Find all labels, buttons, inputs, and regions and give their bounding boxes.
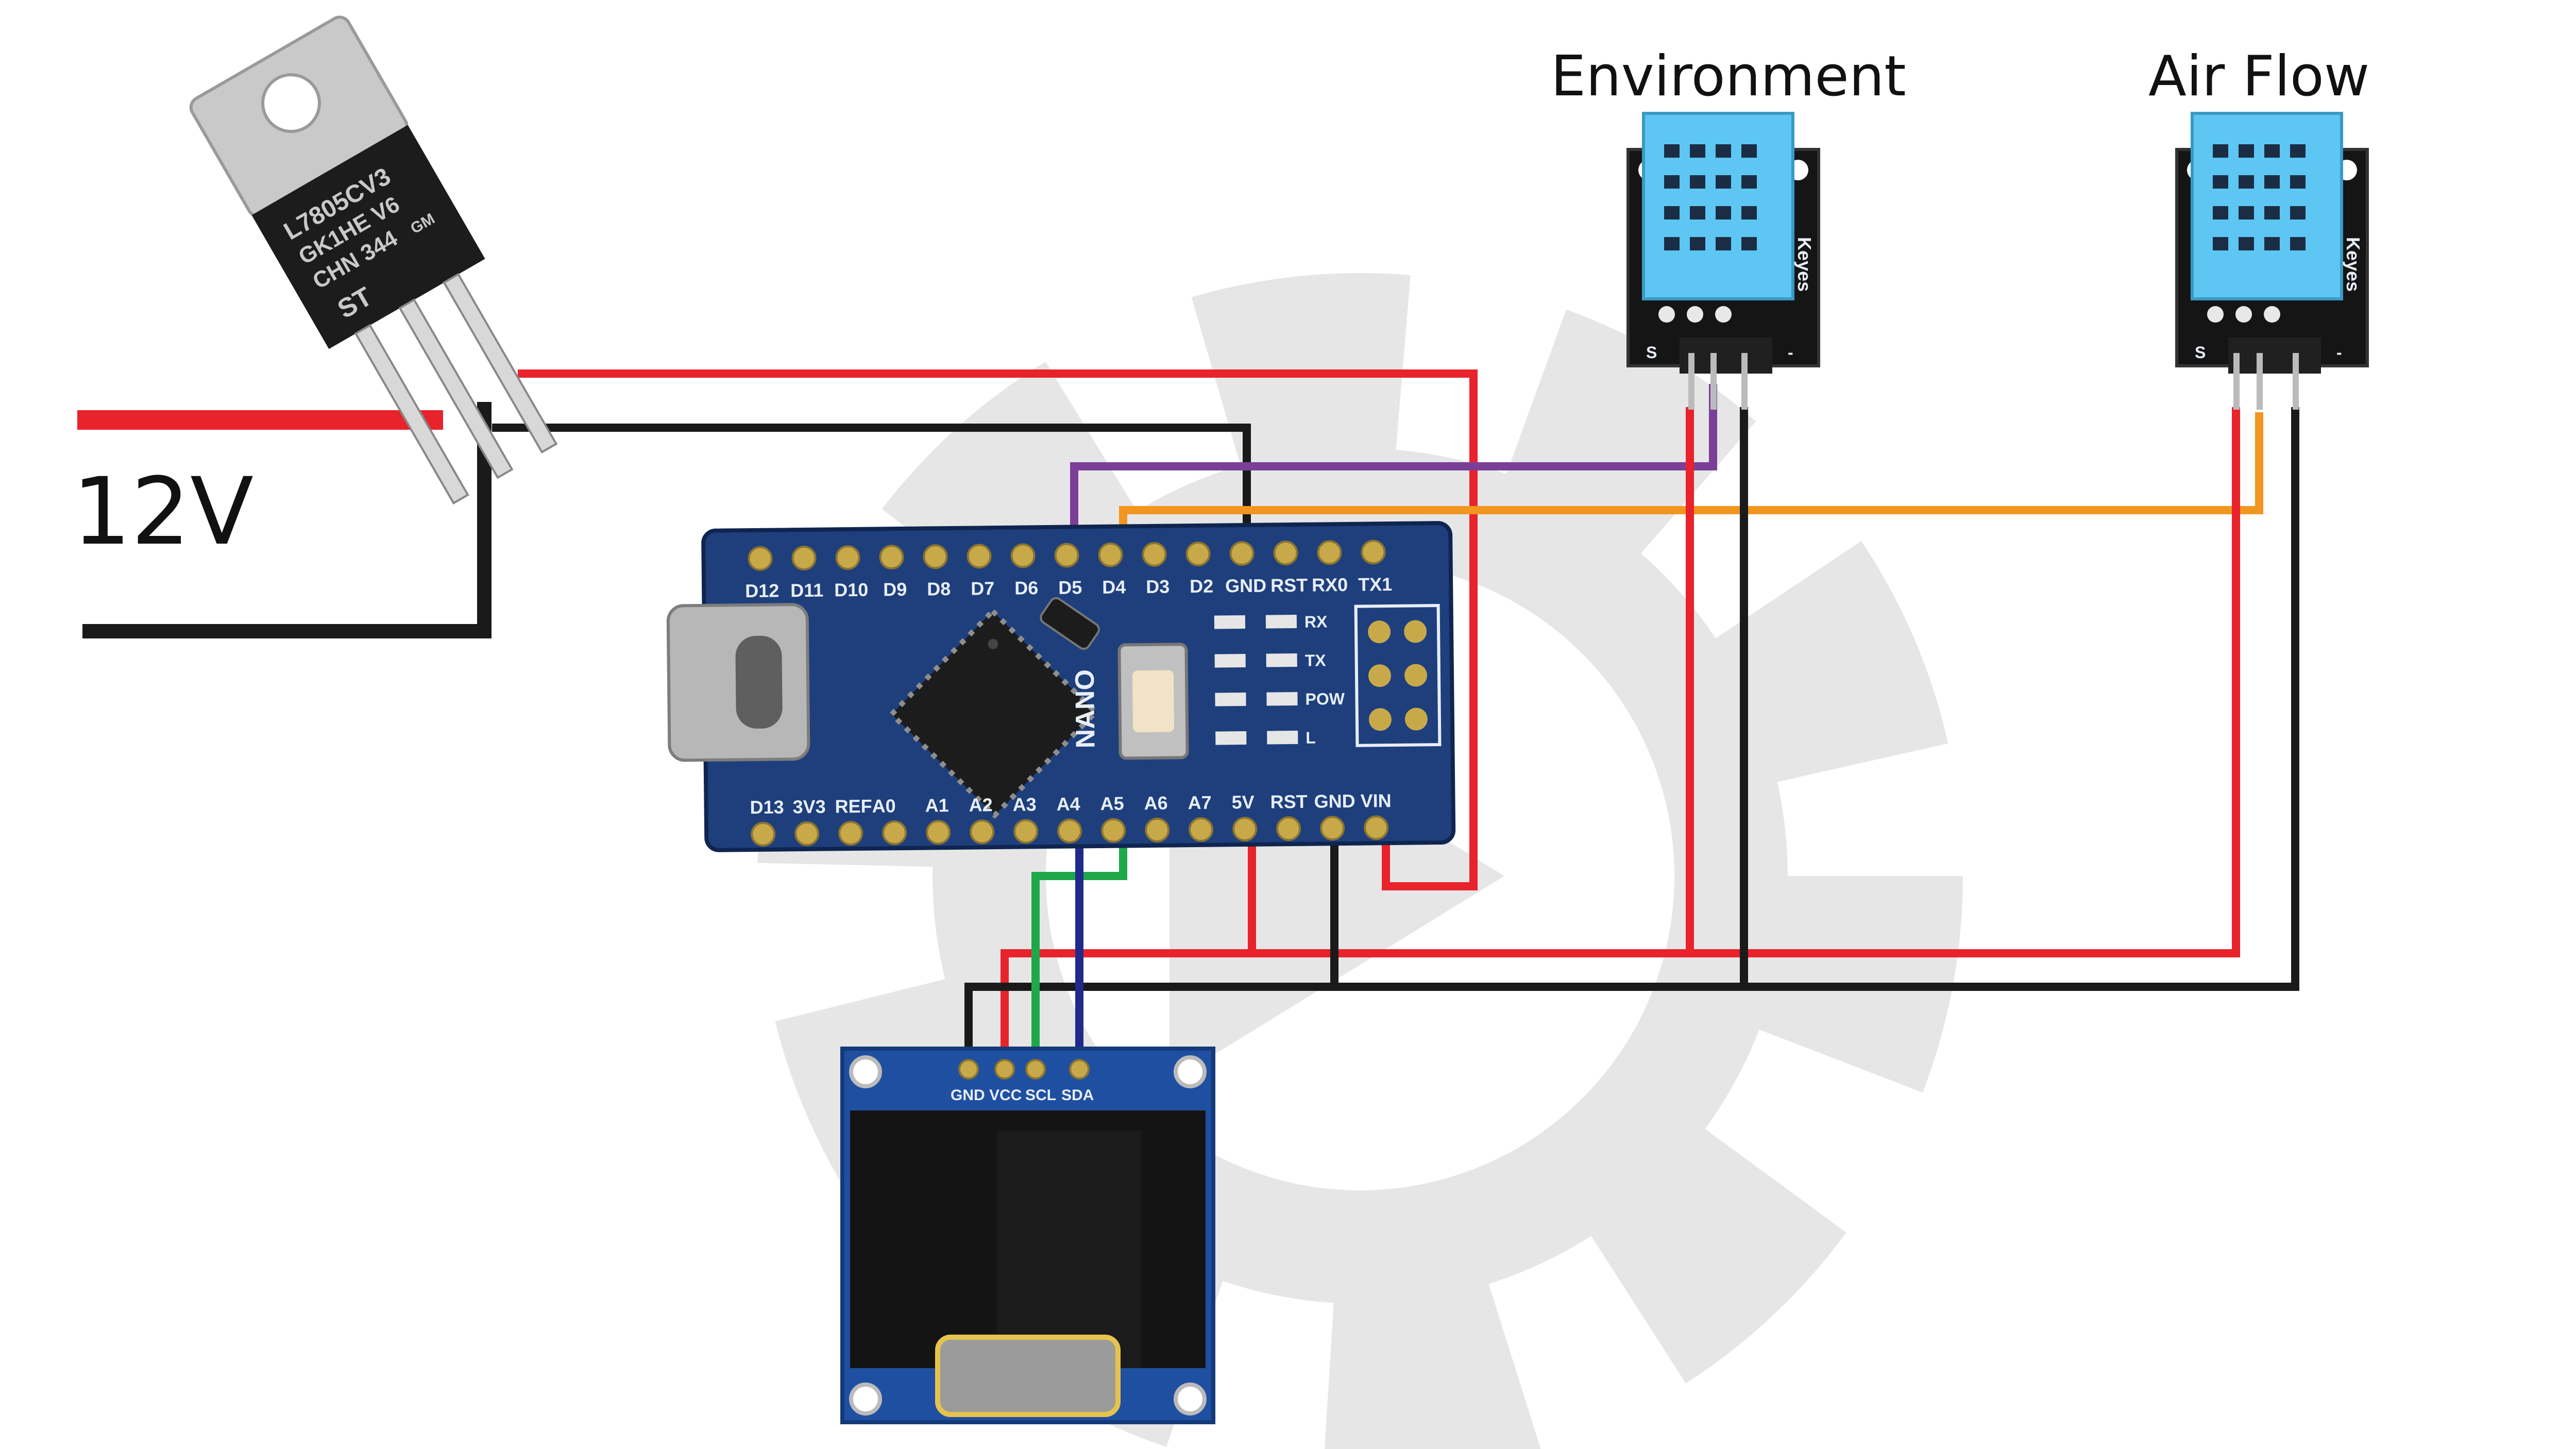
nano-bottom-pin-labels: D13 3V3 REF A0 A1 A2 A3 A4 A5 A6 A7 5V R… bbox=[750, 790, 1391, 818]
nano-board-name: NANO bbox=[1070, 669, 1101, 749]
regulator-pin-out bbox=[443, 273, 558, 454]
pin-label-a1: A1 bbox=[925, 795, 948, 816]
oled-ribbon-cable bbox=[935, 1335, 1121, 1417]
vcc-bus-wire bbox=[1001, 835, 1256, 1069]
supply-label: 12V bbox=[72, 458, 253, 566]
wires bbox=[77, 369, 2299, 1069]
airflow-sensor: Keyes S - bbox=[2175, 112, 2369, 410]
oled-pin-sda: SDA bbox=[1061, 1087, 1094, 1104]
nano-top-pin-labels: D12 D11 D10 D9 D8 D7 D6 D5 D4 D3 D2 GND … bbox=[745, 574, 1392, 601]
pin-label-d11: D11 bbox=[790, 580, 823, 601]
pin-label-d5: D5 bbox=[1058, 577, 1082, 598]
environment-sensor-header bbox=[1680, 338, 1772, 374]
pin-label-ref: REF bbox=[835, 796, 872, 817]
nano-bottom-header bbox=[751, 815, 1389, 847]
reset-button[interactable] bbox=[1117, 643, 1189, 760]
pin-label-a7: A7 bbox=[1188, 792, 1211, 813]
pin-label-d7: D7 bbox=[971, 578, 994, 599]
pin-label-a3: A3 bbox=[1012, 794, 1036, 815]
vcc-bus-right-wire bbox=[1252, 407, 2240, 957]
status-leds bbox=[1214, 614, 1298, 745]
airflow-sensor-header bbox=[2228, 338, 2321, 374]
regulator-5v-wire bbox=[518, 369, 1478, 890]
gnd-bus-wire bbox=[964, 835, 1338, 1069]
pin-label-rst-bottom: RST bbox=[1270, 791, 1307, 813]
pin-label-d3: D3 bbox=[1146, 576, 1170, 597]
airflow-sensor-brand: Keyes bbox=[2343, 237, 2364, 292]
pin-label-d10: D10 bbox=[834, 579, 868, 601]
pin-label-a4: A4 bbox=[1056, 793, 1080, 814]
environment-label: Environment bbox=[1551, 44, 1906, 109]
pin-label-d2: D2 bbox=[1190, 576, 1213, 597]
pin-label-a6: A6 bbox=[1144, 793, 1167, 814]
airflow-label: Air Flow bbox=[2148, 44, 2369, 109]
pin-label-gnd-top: GND bbox=[1225, 575, 1266, 597]
pin-label-a5: A5 bbox=[1100, 793, 1124, 814]
led-label-pow: POW bbox=[1305, 689, 1345, 709]
oled-pin-scl: SCL bbox=[1025, 1087, 1056, 1104]
crystal-oscillator bbox=[1040, 597, 1100, 650]
environment-sensor: Keyes S - bbox=[1626, 112, 1820, 410]
pin-label-3v3: 3V3 bbox=[792, 796, 825, 818]
pin-label-d9: D9 bbox=[883, 579, 907, 600]
pin-label-d6: D6 bbox=[1014, 577, 1038, 598]
led-label-rx: RX bbox=[1304, 612, 1328, 631]
environment-sensor-pin-s: S bbox=[1646, 343, 1657, 362]
pin-label-d4: D4 bbox=[1102, 576, 1126, 597]
pin-label-vin: VIN bbox=[1360, 790, 1391, 812]
usb-c-connector bbox=[666, 603, 810, 762]
pin-label-a2: A2 bbox=[969, 794, 992, 815]
airflow-sensor-pin-s: S bbox=[2195, 343, 2206, 362]
oled-pin-gnd: GND bbox=[951, 1087, 985, 1104]
pin-label-tx1: TX1 bbox=[1358, 574, 1392, 595]
led-label-tx: TX bbox=[1305, 651, 1327, 669]
pin-label-d8: D8 bbox=[927, 578, 951, 599]
microcontroller-chip bbox=[888, 608, 1099, 819]
supply-ground-wire bbox=[82, 402, 492, 638]
pin-label-gnd-bottom: GND bbox=[1314, 790, 1355, 812]
pin-label-rst-top: RST bbox=[1270, 575, 1308, 596]
pin-label-d12: D12 bbox=[745, 580, 779, 601]
pin-label-5v: 5V bbox=[1231, 791, 1254, 813]
pin-label-rx0: RX0 bbox=[1312, 574, 1348, 596]
airflow-sensor-pin-minus: - bbox=[2336, 343, 2342, 362]
arduino-nano: D12 D11 D10 D9 D8 D7 D6 D5 D4 D3 D2 GND … bbox=[666, 521, 1456, 852]
gnd-bus-right-wire bbox=[1334, 407, 2299, 991]
environment-sensor-brand: Keyes bbox=[1794, 237, 1815, 292]
pin-label-a0: A0 bbox=[872, 795, 895, 816]
oled-display: GND VCC SCL SDA bbox=[840, 1047, 1215, 1424]
voltage-regulator: L7805CV3 GK1HE V6 CHN 344 ST GM bbox=[189, 15, 558, 505]
nano-top-header bbox=[748, 540, 1386, 571]
icsp-header bbox=[1354, 604, 1442, 747]
regulator-body bbox=[251, 125, 485, 349]
regulator-pin-gnd bbox=[398, 298, 514, 479]
regulator-pin-in bbox=[354, 324, 469, 505]
pin-label-d13: D13 bbox=[750, 796, 784, 818]
environment-data-wire bbox=[1070, 384, 1717, 557]
environment-sensor-pin-minus: - bbox=[1788, 343, 1793, 362]
led-label-l: L bbox=[1306, 729, 1316, 747]
oled-pin-vcc: VCC bbox=[989, 1087, 1022, 1104]
